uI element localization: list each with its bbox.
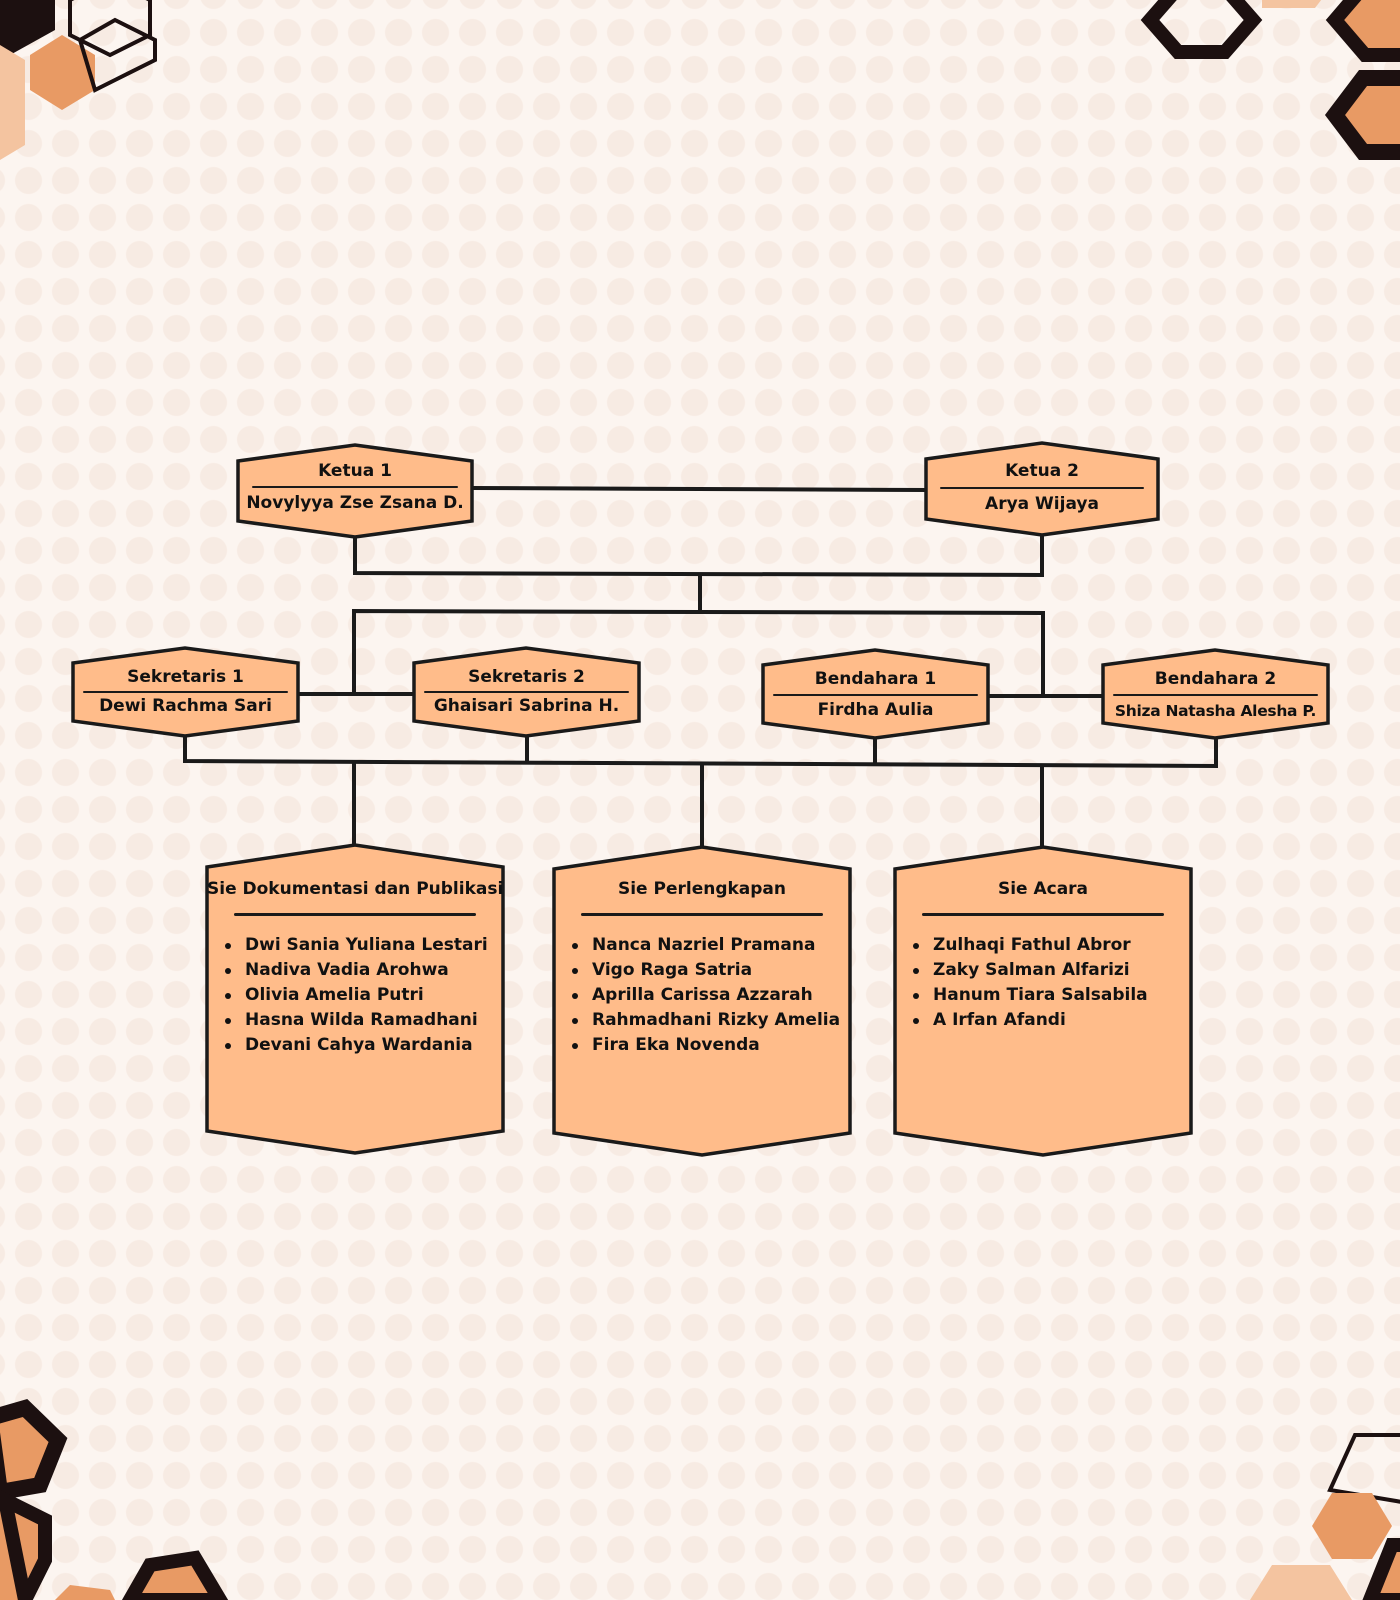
division-title: Sie Dokumentasi dan Publikasi: [207, 879, 504, 899]
member-list: Zulhaqi Fathul Abror Zaky Salman Alfariz…: [895, 933, 1148, 1033]
node-title: Ketua 2: [1005, 461, 1079, 481]
node-name: Ghaisari Sabrina H.: [433, 696, 620, 716]
list-item: A Irfan Afandi: [913, 1008, 1148, 1033]
divider: [424, 691, 629, 693]
officer-node-sekretaris-1: Sekretaris 1 Dewi Rachma Sari: [71, 646, 300, 738]
hexagon-shape: [924, 441, 1160, 537]
list-item: Olivia Amelia Putri: [225, 983, 488, 1008]
list-item: Fira Eka Novenda: [571, 1033, 840, 1058]
divider: [940, 487, 1144, 489]
divider: [1113, 694, 1318, 696]
division-title: Sie Acara: [997, 879, 1089, 899]
divider: [83, 691, 288, 693]
node-name: Shiza Natasha Alesha P.: [1114, 702, 1317, 720]
officer-node-bendahara-1: Bendahara 1 Firdha Aulia: [761, 648, 990, 740]
list-item: Zulhaqi Fathul Abror: [913, 933, 1148, 958]
divider: [252, 486, 458, 488]
divider: [773, 694, 978, 696]
list-item: Nadiva Vadia Arohwa: [225, 958, 488, 983]
list-item: Aprilla Carissa Azzarah: [571, 983, 840, 1008]
hexagon-shape: [893, 845, 1193, 1157]
list-item: Vigo Raga Satria: [571, 958, 840, 983]
divider: [234, 913, 476, 916]
node-title: Ketua 1: [318, 461, 392, 481]
list-item: Nanca Nazriel Pramana: [571, 933, 840, 958]
list-item: Dwi Sania Yuliana Lestari: [225, 933, 488, 958]
leader-node-ketua-2: Ketua 2 Arya Wijaya: [924, 441, 1160, 537]
list-item: Rahmadhani Rizky Amelia: [571, 1008, 840, 1033]
division-node-dokumentasi: Sie Dokumentasi dan Publikasi Dwi Sania …: [205, 843, 505, 1155]
node-title: Bendahara 2: [1154, 669, 1277, 689]
member-list: Dwi Sania Yuliana Lestari Nadiva Vadia A…: [207, 933, 488, 1058]
division-node-acara: Sie Acara Zulhaqi Fathul Abror Zaky Salm…: [893, 845, 1193, 1157]
hexagon-shape: [552, 845, 852, 1157]
division-title: Sie Perlengkapan: [617, 879, 787, 899]
hexagon-shape: [205, 843, 505, 1155]
divider: [922, 913, 1164, 916]
node-title: Sekretaris 2: [468, 667, 585, 687]
node-name: Dewi Rachma Sari: [99, 696, 272, 716]
officer-node-sekretaris-2: Sekretaris 2 Ghaisari Sabrina H.: [412, 646, 641, 738]
list-item: Hanum Tiara Salsabila: [913, 983, 1148, 1008]
leader-node-ketua-1: Ketua 1 Novylyya Zse Zsana D.: [236, 443, 474, 539]
member-list: Nanca Nazriel Pramana Vigo Raga Satria A…: [554, 933, 840, 1058]
list-item: Zaky Salman Alfarizi: [913, 958, 1148, 983]
officer-node-bendahara-2: Bendahara 2 Shiza Natasha Alesha P.: [1101, 648, 1330, 740]
node-title: Sekretaris 1: [127, 667, 244, 687]
hexagon-shape: [236, 443, 474, 539]
division-node-perlengkapan: Sie Perlengkapan Nanca Nazriel Pramana V…: [552, 845, 852, 1157]
list-item: Hasna Wilda Ramadhani: [225, 1008, 488, 1033]
node-title: Bendahara 1: [814, 669, 937, 689]
node-name: Arya Wijaya: [985, 494, 1099, 514]
node-name: Novylyya Zse Zsana D.: [246, 493, 464, 513]
node-name: Firdha Aulia: [817, 700, 934, 720]
list-item: Devani Cahya Wardania: [225, 1033, 488, 1058]
divider: [581, 913, 823, 916]
